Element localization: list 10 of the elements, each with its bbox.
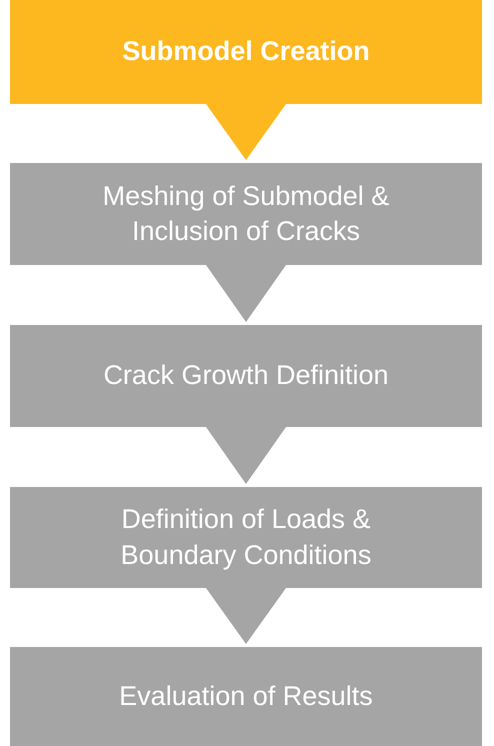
step-label: Meshing of Submodel & Inclusion of Cracks	[102, 180, 390, 248]
step-label: Crack Growth Definition	[103, 359, 389, 392]
step-label: Definition of Loads & Boundary Conditions	[120, 503, 372, 572]
arrow	[206, 265, 286, 322]
arrow	[206, 104, 286, 160]
step-label: Evaluation of Results	[119, 680, 373, 713]
process-box	[10, 647, 482, 746]
arrow	[206, 588, 286, 644]
step-label: Submodel Creation	[122, 35, 370, 68]
arrow	[206, 427, 286, 484]
